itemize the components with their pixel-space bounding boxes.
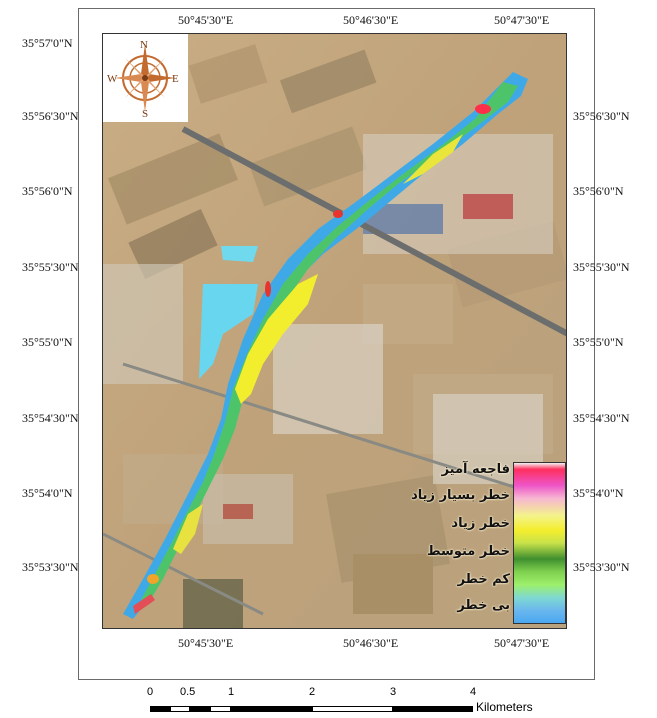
scale-tick-label: 0 xyxy=(147,686,154,698)
compass-icon xyxy=(115,44,175,112)
right-lat-label: 35°55'30"N xyxy=(573,260,630,274)
legend-item-high: خطر زیاد xyxy=(451,516,510,531)
left-lat-label: 35°57'0"N xyxy=(22,36,73,50)
road xyxy=(122,362,566,505)
scale-segment xyxy=(231,706,312,712)
top-lon-label: 50°46'30"E xyxy=(343,13,399,27)
right-lat-label: 35°54'30"N xyxy=(573,411,630,425)
compass-north: N xyxy=(140,39,148,51)
right-lat-label: 35°54'0"N xyxy=(573,486,624,500)
legend-item-very-high: خطر بسیار زیاد xyxy=(411,488,510,503)
compass-west: W xyxy=(107,73,118,85)
scale-unit-label: Kilometers xyxy=(476,700,533,714)
scale-segment xyxy=(393,706,473,712)
left-lat-label: 35°56'30"N xyxy=(22,109,79,123)
bottom-lon-label: 50°47'30"E xyxy=(494,636,550,650)
left-lat-label: 35°55'0"N xyxy=(22,335,73,349)
right-lat-label: 35°56'0"N xyxy=(573,184,624,198)
left-lat-label: 35°54'30"N xyxy=(22,411,79,425)
satellite-map[interactable] xyxy=(102,33,567,629)
map-frame xyxy=(78,8,595,680)
compass-rose: N S E W xyxy=(103,34,188,122)
scale-segment xyxy=(170,706,190,712)
scale-tick-label: 4 xyxy=(470,686,477,698)
scale-bar: 0 0.5 1 2 3 4 Kilometers xyxy=(140,686,533,716)
compass-south: S xyxy=(142,108,149,120)
top-lon-label: 50°45'30"E xyxy=(178,13,234,27)
scale-tick-label: 2 xyxy=(309,686,316,698)
legend-item-medium: خطر متوسط xyxy=(427,544,510,559)
scale-segment xyxy=(190,706,210,712)
right-lat-label: 35°56'30"N xyxy=(573,109,630,123)
top-lon-label: 50°47'30"E xyxy=(494,13,550,27)
left-lat-label: 35°53'30"N xyxy=(22,560,79,574)
hazard-zone xyxy=(199,284,258,379)
highway xyxy=(181,126,566,337)
fields-layer xyxy=(108,44,566,628)
legend-color-ramp xyxy=(513,462,566,624)
hazard-zone-layer xyxy=(123,72,528,619)
left-lat-label: 35°54'0"N xyxy=(22,486,73,500)
scale-tick-label: 1 xyxy=(228,686,235,698)
legend-item-safe: بی خطر xyxy=(457,598,510,613)
bottom-lon-label: 50°45'30"E xyxy=(178,636,234,650)
hazard-legend: فاجعه آمیز خطر بسیار زیاد خطر زیاد خطر م… xyxy=(411,460,568,626)
scale-segment xyxy=(150,706,170,712)
compass-east: E xyxy=(172,73,179,85)
legend-item-catastrophic: فاجعه آمیز xyxy=(441,462,510,477)
scale-tick-label: 3 xyxy=(390,686,397,698)
scale-segment xyxy=(210,706,231,712)
bottom-lon-label: 50°46'30"E xyxy=(343,636,399,650)
left-lat-label: 35°55'30"N xyxy=(22,260,79,274)
scale-tick-label: 0.5 xyxy=(180,686,196,698)
right-lat-label: 35°55'0"N xyxy=(573,335,624,349)
legend-item-low: کم خطر xyxy=(457,572,510,587)
scale-segment xyxy=(312,706,393,712)
right-lat-label: 35°53'30"N xyxy=(573,560,630,574)
left-lat-label: 35°56'0"N xyxy=(22,184,73,198)
